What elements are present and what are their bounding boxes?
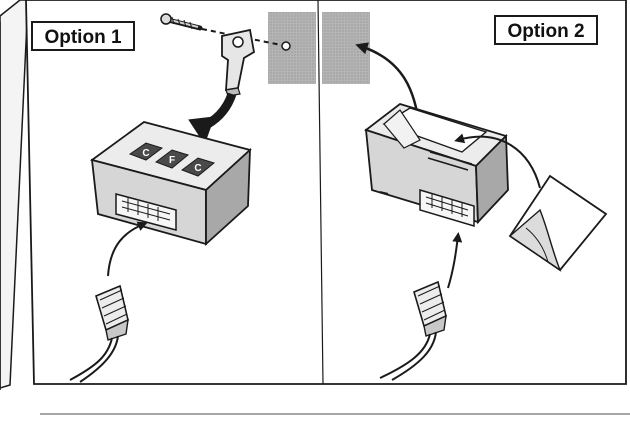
attach-arrowhead: [188, 116, 215, 145]
option-2-label: Option 2: [507, 21, 584, 42]
cable-arrow-1: [107, 221, 148, 277]
device-port: [115, 193, 177, 231]
adhesive-arrow: [454, 133, 541, 189]
screw-icon: [160, 13, 203, 31]
mounting-bracket: [221, 28, 255, 97]
panel-frame: [25, 0, 627, 385]
interface-device-2: [364, 103, 509, 228]
option-1-label-box: [31, 21, 135, 51]
option-2-panel: Option 2: [322, 12, 608, 381]
device-logo: C F C: [128, 142, 216, 177]
wall-hole: [281, 41, 291, 51]
logo-letter-1: C: [142, 148, 149, 159]
option-1-panel: C F C Option 1: [31, 12, 316, 383]
cable-arrow-2: [447, 232, 463, 289]
logo-letter-3: C: [194, 163, 201, 174]
adhesive-sheet: [508, 174, 608, 272]
option-1-label: Option 1: [44, 27, 121, 48]
device-port-2: [419, 188, 475, 228]
wall-patch: [268, 12, 316, 84]
cable-plug-2: [379, 280, 447, 381]
cable-plug-1: [69, 284, 129, 383]
logo-letter-2: F: [169, 155, 175, 166]
interface-device: C F C: [89, 121, 252, 247]
option-2-label-box: [494, 15, 598, 45]
previous-page-edge: [0, 0, 29, 390]
